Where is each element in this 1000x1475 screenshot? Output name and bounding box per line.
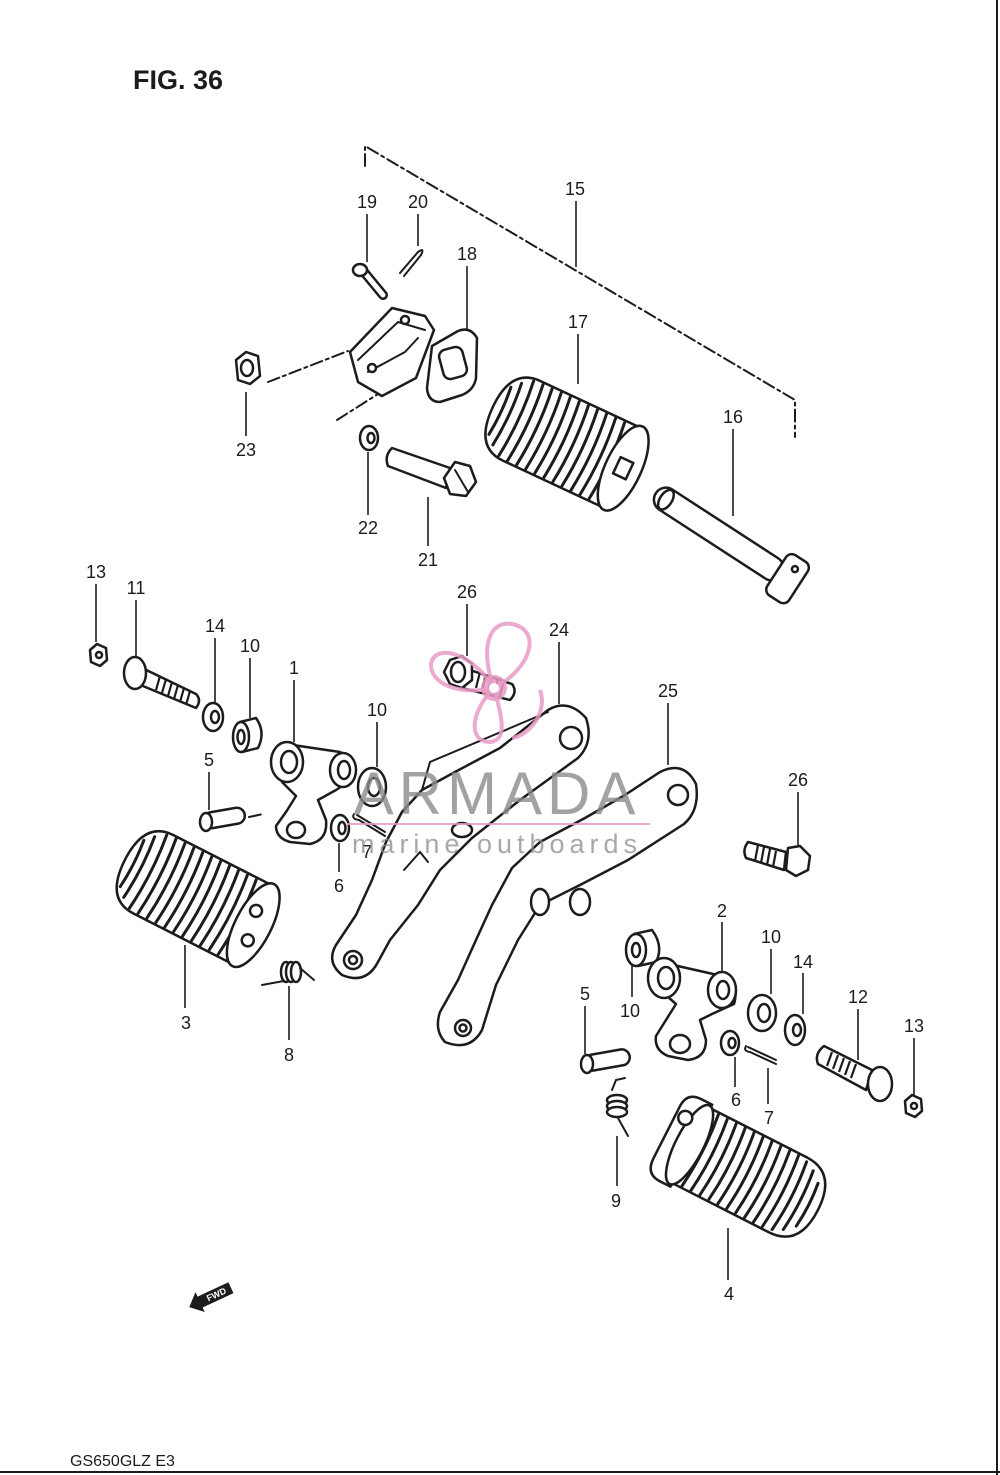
callout-5: 5 bbox=[580, 984, 590, 1004]
callout-14: 14 bbox=[205, 616, 225, 636]
assembly-bracket-line bbox=[364, 144, 796, 438]
footrest-rubber-3 bbox=[115, 830, 281, 969]
washer-6-left bbox=[329, 813, 351, 843]
callout-14: 14 bbox=[793, 952, 813, 972]
washer-10-center bbox=[356, 766, 388, 808]
callout-10: 10 bbox=[620, 1001, 640, 1021]
callout-13: 13 bbox=[86, 562, 106, 582]
footrest-pin-16 bbox=[652, 486, 811, 605]
washer-14-left bbox=[201, 701, 225, 733]
callout-26: 26 bbox=[788, 770, 808, 790]
callout-16: 16 bbox=[723, 407, 743, 427]
callout-6: 6 bbox=[334, 876, 344, 896]
bracket-15 bbox=[348, 306, 436, 398]
pin-5-left bbox=[198, 806, 264, 833]
callout-13: 13 bbox=[904, 1016, 924, 1036]
spring-8 bbox=[261, 960, 315, 986]
callout-10: 10 bbox=[367, 700, 387, 720]
bolt-21 bbox=[385, 446, 478, 498]
nut-13-left bbox=[88, 642, 109, 668]
callout-18: 18 bbox=[457, 244, 477, 264]
callout-17: 17 bbox=[568, 312, 588, 332]
callout-8: 8 bbox=[284, 1045, 294, 1065]
pin-19 bbox=[351, 262, 388, 300]
footrest-rubber-4 bbox=[649, 1095, 827, 1238]
nut-13-right bbox=[903, 1093, 924, 1119]
assembly-dashed-line bbox=[267, 350, 349, 383]
callout-5: 5 bbox=[204, 750, 214, 770]
footrest-bracket-1 bbox=[269, 740, 358, 846]
callout-21: 21 bbox=[418, 550, 438, 570]
washer-10-right bbox=[746, 993, 778, 1033]
nut-23 bbox=[234, 350, 262, 386]
callout-26: 26 bbox=[457, 582, 477, 602]
watermark-tagline: marine outboards bbox=[352, 829, 642, 859]
callout-23: 23 bbox=[236, 440, 256, 460]
footrest-plate-24 bbox=[330, 704, 590, 980]
washer-14-right bbox=[783, 1013, 807, 1047]
callout-6: 6 bbox=[731, 1090, 741, 1110]
callout-22: 22 bbox=[358, 518, 378, 538]
callout-3: 3 bbox=[181, 1013, 191, 1033]
leader-lines bbox=[95, 201, 915, 1280]
callout-15: 15 bbox=[565, 179, 585, 199]
callout-24: 24 bbox=[549, 620, 569, 640]
assembly-dashed-line bbox=[336, 393, 379, 421]
watermark: ARMADA marine outboards bbox=[347, 621, 650, 859]
callout-19: 19 bbox=[357, 192, 377, 212]
callout-20: 20 bbox=[408, 192, 428, 212]
bushing-10-left bbox=[231, 716, 263, 754]
pin-5-right bbox=[579, 1048, 632, 1075]
footrest-bracket-2 bbox=[646, 956, 738, 1062]
gasket-18 bbox=[425, 328, 479, 404]
callouts: 15 19 20 18 17 16 23 22 21 13 11 14 10 1… bbox=[86, 179, 924, 1304]
model-code: GS650GLZ E3 bbox=[70, 1453, 175, 1470]
callout-10: 10 bbox=[761, 927, 781, 947]
callout-9: 9 bbox=[611, 1191, 621, 1211]
footrest-rubber-17 bbox=[484, 376, 650, 512]
washer-6-right bbox=[719, 1029, 741, 1057]
spring-9 bbox=[605, 1077, 629, 1137]
callout-10: 10 bbox=[240, 636, 260, 656]
fwd-arrow-icon: FWD bbox=[189, 1282, 234, 1313]
watermark-brand: ARMADA bbox=[354, 760, 641, 827]
figure-title: FIG. 36 bbox=[133, 65, 223, 95]
callout-2: 2 bbox=[717, 901, 727, 921]
footrest-plate-25 bbox=[436, 766, 698, 1047]
bolt-11 bbox=[122, 655, 201, 710]
callout-7: 7 bbox=[362, 842, 372, 862]
callout-11: 11 bbox=[127, 578, 146, 598]
bolt-26-right bbox=[743, 840, 812, 878]
callout-7: 7 bbox=[764, 1108, 774, 1128]
cotter-pin-7-right bbox=[744, 1045, 777, 1065]
callout-1: 1 bbox=[289, 658, 299, 678]
bolt-12 bbox=[815, 1044, 894, 1103]
cotter-pin-20 bbox=[399, 249, 424, 277]
propeller-logo-icon bbox=[429, 621, 544, 745]
callout-25: 25 bbox=[658, 681, 678, 701]
callout-12: 12 bbox=[848, 987, 868, 1007]
bushing-10-right bbox=[624, 928, 661, 968]
washer-22 bbox=[358, 424, 380, 452]
callout-4: 4 bbox=[724, 1284, 734, 1304]
